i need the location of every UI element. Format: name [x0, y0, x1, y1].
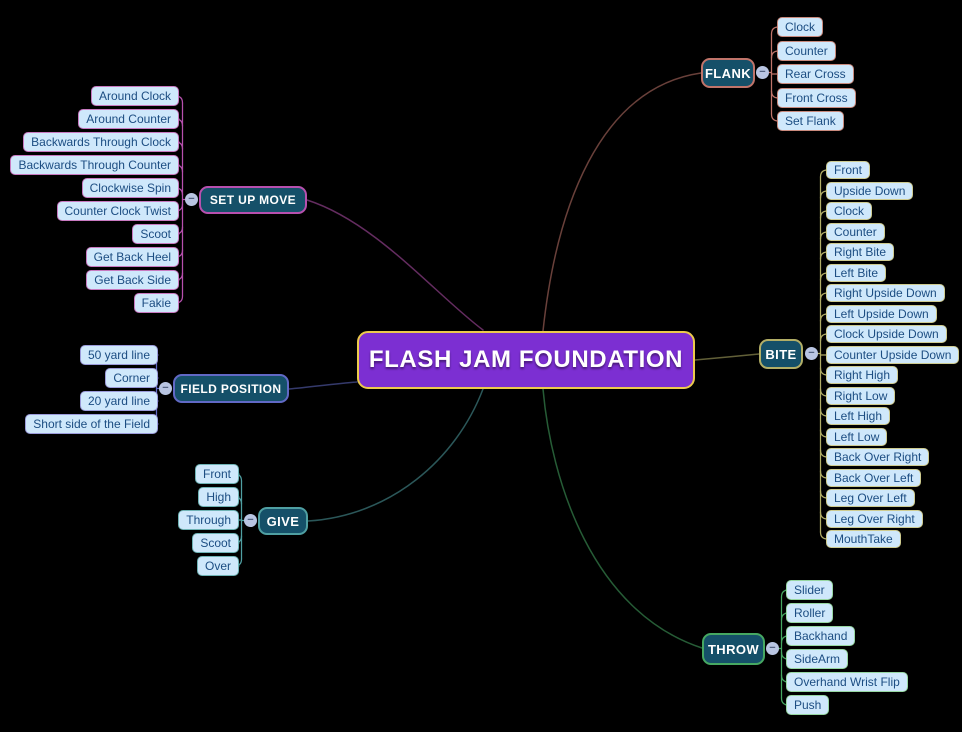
- child-node[interactable]: Clock: [777, 17, 824, 37]
- connector-line: [307, 388, 484, 522]
- connector-line: [542, 72, 702, 332]
- give-children-group: Front High Through Scoot Over: [178, 464, 239, 576]
- connector-line: [542, 388, 703, 649]
- collapse-button-flank[interactable]: −: [756, 66, 769, 79]
- minus-icon: −: [247, 513, 254, 526]
- child-node[interactable]: 50 yard line: [79, 345, 158, 365]
- collapse-button-throw[interactable]: −: [766, 642, 779, 655]
- connector-line: [288, 381, 358, 390]
- child-node[interactable]: SideArm: [786, 649, 849, 669]
- collapse-button-give[interactable]: −: [244, 514, 257, 527]
- child-node[interactable]: Upside Down: [826, 181, 914, 200]
- child-node[interactable]: Back Over Left: [826, 468, 922, 487]
- branch-node-field-position[interactable]: FIELD POSITION: [173, 374, 289, 403]
- child-node[interactable]: Roller: [786, 603, 834, 623]
- child-node[interactable]: Short side of the Field: [25, 414, 158, 434]
- child-node[interactable]: Front: [194, 464, 239, 484]
- child-node[interactable]: Counter Clock Twist: [56, 201, 179, 221]
- child-node[interactable]: Clock: [826, 202, 873, 220]
- collapse-button-set-up-move[interactable]: −: [185, 193, 198, 206]
- child-node[interactable]: Around Clock: [90, 86, 179, 106]
- child-node[interactable]: Leg Over Right: [826, 509, 923, 528]
- child-node[interactable]: Right Bite: [826, 243, 895, 261]
- child-node[interactable]: Back Over Right: [826, 448, 930, 466]
- minus-icon: −: [808, 346, 815, 359]
- bite-children-group: Front Upside Down Clock Counter Right Bi…: [826, 161, 960, 548]
- child-node[interactable]: Around Counter: [78, 109, 179, 129]
- child-node[interactable]: Scoot: [132, 224, 179, 244]
- branch-label: BITE: [765, 346, 797, 362]
- child-node[interactable]: Right Low: [826, 386, 896, 405]
- throw-children-group: Slider Roller Backhand SideArm Overhand …: [786, 580, 908, 715]
- child-node[interactable]: Through: [178, 510, 239, 530]
- child-node[interactable]: Counter: [777, 40, 836, 61]
- child-node[interactable]: Leg Over Left: [826, 489, 915, 507]
- child-node[interactable]: Clockwise Spin: [81, 178, 179, 198]
- child-node[interactable]: Backwards Through Clock: [23, 132, 179, 152]
- minus-icon: −: [769, 641, 776, 654]
- child-node[interactable]: Left Low: [826, 427, 888, 446]
- minus-icon: −: [188, 192, 195, 205]
- child-node[interactable]: Push: [786, 695, 830, 715]
- child-node[interactable]: Scoot: [192, 533, 239, 553]
- root-node-flash-jam-foundation[interactable]: FLASH JAM FOUNDATION: [357, 331, 695, 389]
- child-node[interactable]: Backwards Through Counter: [10, 155, 179, 175]
- branch-label: FIELD POSITION: [180, 381, 282, 396]
- field-position-children-group: 50 yard line Corner 20 yard line Short s…: [25, 345, 158, 434]
- branch-label: FLANK: [704, 65, 752, 81]
- branch-label: SET UP MOVE: [209, 193, 297, 207]
- child-node[interactable]: Set Flank: [777, 111, 844, 131]
- minus-icon: −: [759, 65, 766, 78]
- flank-children-group: Clock Counter Rear Cross Front Cross Set…: [777, 17, 856, 131]
- connector-line: [694, 353, 760, 361]
- child-node[interactable]: Over: [196, 556, 239, 576]
- connector-line: [306, 199, 484, 331]
- child-node[interactable]: Fakie: [133, 293, 179, 313]
- root-label: FLASH JAM FOUNDATION: [368, 346, 684, 373]
- child-node[interactable]: Counter: [826, 222, 885, 241]
- child-node[interactable]: Slider: [786, 580, 833, 600]
- child-node[interactable]: Front Cross: [777, 87, 856, 108]
- minus-icon: −: [162, 381, 169, 394]
- child-node[interactable]: Rear Cross: [777, 64, 854, 84]
- child-node[interactable]: Counter Upside Down: [826, 345, 960, 364]
- child-node[interactable]: Right Upside Down: [826, 284, 945, 302]
- child-node[interactable]: Left High: [826, 407, 891, 425]
- child-node[interactable]: Corner: [105, 368, 158, 388]
- branch-node-set-up-move[interactable]: SET UP MOVE: [199, 186, 307, 214]
- branch-label: THROW: [707, 641, 760, 657]
- set-up-move-children-group: Around Clock Around Counter Backwards Th…: [10, 86, 179, 313]
- child-node[interactable]: Clock Upside Down: [826, 325, 947, 343]
- branch-label: GIVE: [266, 513, 300, 529]
- branch-node-flank[interactable]: FLANK: [701, 58, 755, 88]
- child-node[interactable]: Left Upside Down: [826, 304, 937, 323]
- collapse-button-field-position[interactable]: −: [159, 382, 172, 395]
- child-node[interactable]: Left Bite: [826, 263, 887, 282]
- child-node[interactable]: Get Back Heel: [85, 247, 179, 267]
- branch-node-give[interactable]: GIVE: [258, 507, 308, 535]
- child-node[interactable]: 20 yard line: [79, 391, 158, 411]
- child-node[interactable]: Right High: [826, 366, 899, 384]
- child-node[interactable]: Get Back Side: [86, 270, 179, 290]
- collapse-button-bite[interactable]: −: [805, 347, 818, 360]
- child-node[interactable]: MouthTake: [826, 530, 901, 548]
- child-node[interactable]: Overhand Wrist Flip: [786, 672, 908, 692]
- child-node[interactable]: Front: [826, 161, 871, 179]
- child-node[interactable]: Backhand: [786, 626, 856, 646]
- branch-node-throw[interactable]: THROW: [702, 633, 765, 665]
- child-node[interactable]: High: [198, 487, 239, 507]
- branch-node-bite[interactable]: BITE: [759, 339, 803, 369]
